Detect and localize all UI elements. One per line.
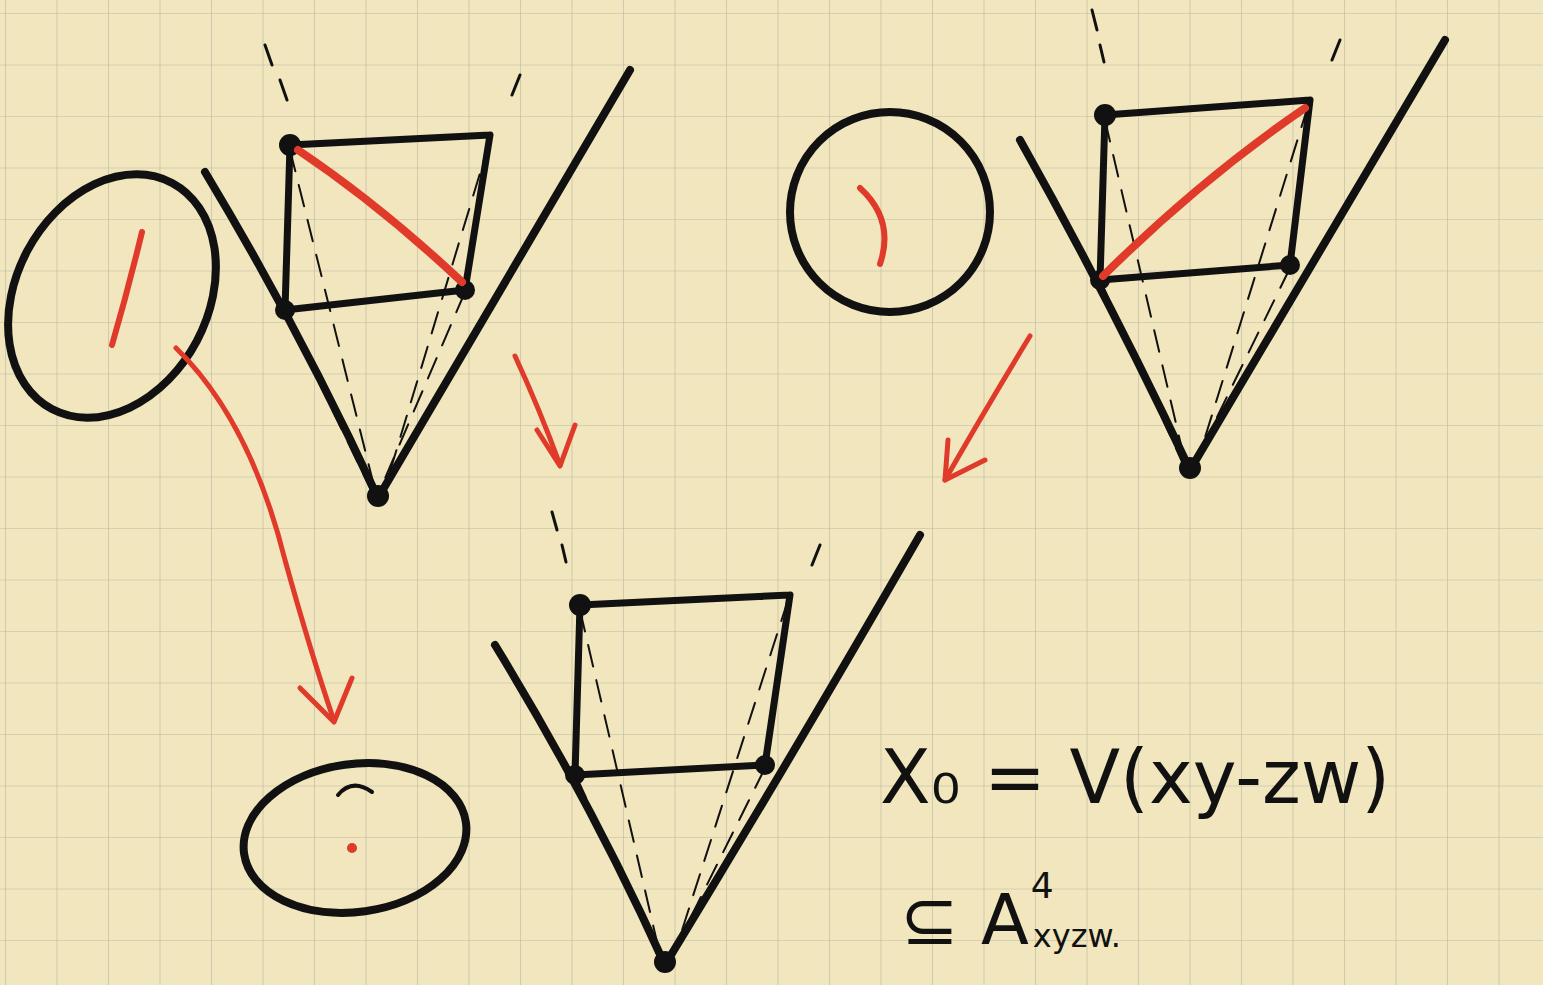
subscript-coordinates: xyzw. bbox=[1033, 920, 1121, 952]
equation: X₀ = V(xy-zw) bbox=[880, 740, 1390, 814]
subset-affine: ⊆ A bbox=[900, 885, 1029, 955]
sketch bbox=[0, 10, 1445, 965]
superscript: 4 bbox=[1031, 868, 1054, 904]
